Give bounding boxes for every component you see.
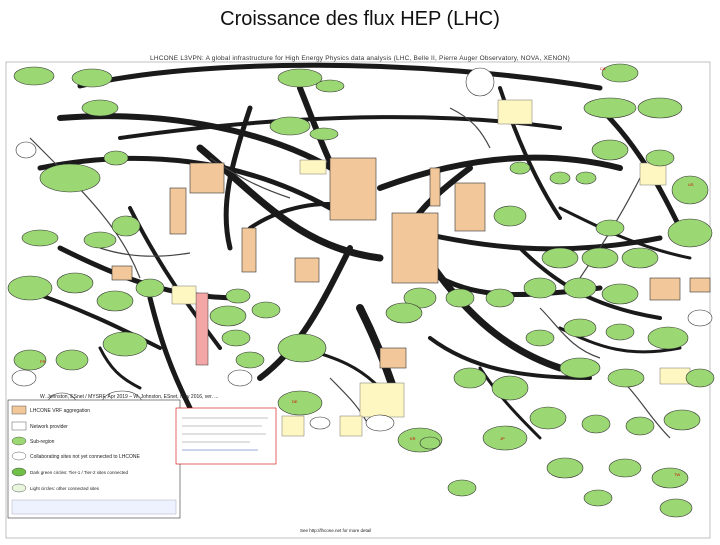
svg-text:CA: CA (600, 66, 606, 71)
label-boxes (171, 99, 691, 437)
pointer-note: See http://lhcone.net for more detail (300, 528, 371, 533)
legend-sub-region: Sub-region (30, 439, 55, 445)
svg-text:DE: DE (292, 399, 298, 404)
svg-text:KR: KR (410, 436, 416, 441)
legend-vrf: LHCONE VRF aggregation (30, 408, 90, 414)
legend-network-provider: Network provider (30, 424, 68, 430)
network-provider-boxes (111, 157, 711, 369)
diagram-frame (5, 61, 711, 539)
notes-panel (175, 407, 277, 465)
network-map-svg: CA US FR DE JP KR TW W. Johnston, ESnet … (5, 61, 715, 539)
legend-panel: W. Johnston, ESnet / MYSRF, Apr 2019 – W… (7, 394, 218, 519)
slide-title: Croissance des flux HEP (LHC) (220, 8, 500, 30)
pink-link-bar (195, 292, 209, 366)
legend-collaborating: Collaborating sites not yet connected to… (30, 454, 140, 460)
svg-text:TW: TW (674, 472, 680, 477)
diagram-subtitle: LHCONE L3VPN: A global infrastructure fo… (150, 55, 570, 62)
legend-light-circles: Light circles: other connected sites (30, 486, 100, 491)
thin-link-lines (29, 107, 671, 439)
red-annotations: CA US FR DE JP KR TW (40, 66, 694, 477)
svg-text:US: US (688, 182, 694, 187)
svg-text:FR: FR (40, 359, 45, 364)
site-nodes (7, 63, 715, 518)
legend-ports: Dark green circles: Tier-1 / Tier-2 site… (30, 470, 129, 475)
svg-text:JP: JP (500, 436, 505, 441)
lhcone-network-diagram: CA US FR DE JP KR TW W. Johnston, ESnet … (0, 48, 720, 540)
legend-date-line: W. Johnston, ESnet / MYSRF, Apr 2019 – W… (40, 394, 218, 400)
